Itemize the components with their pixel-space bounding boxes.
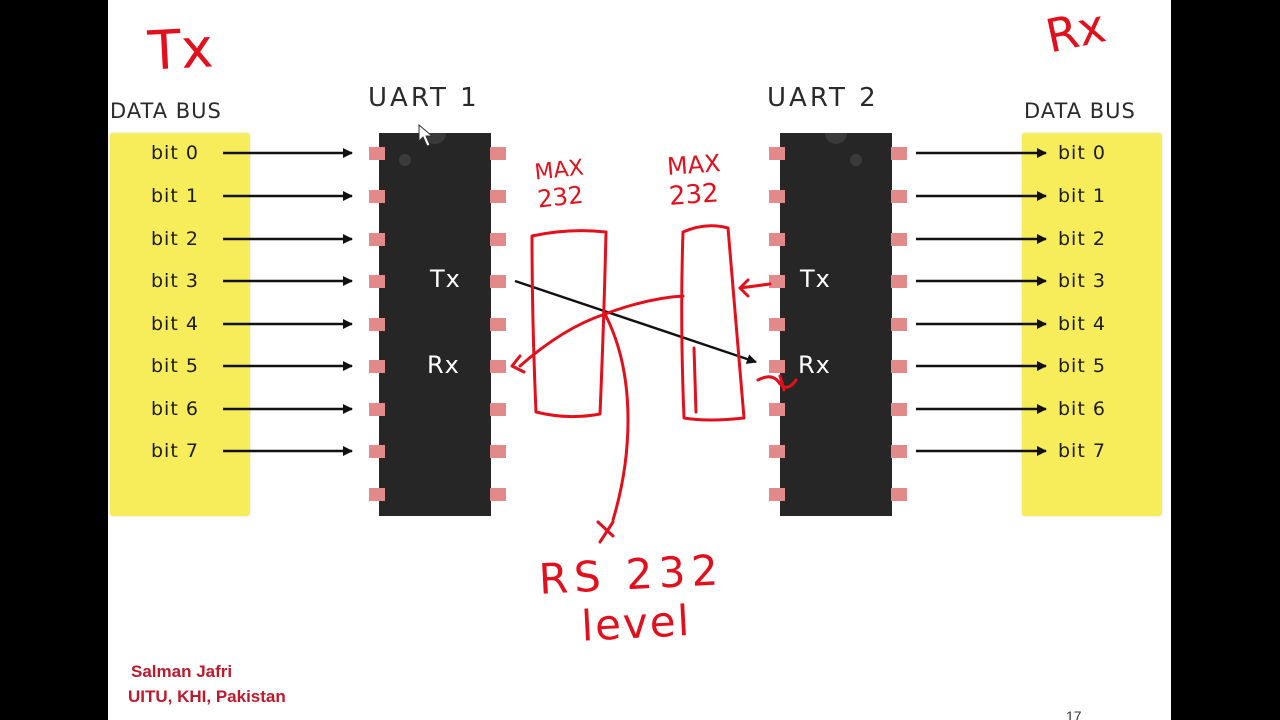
left-bit-1-label: bit 1 [151,185,199,207]
max232-left-line2: 232 [536,180,585,214]
left-bit-0-label: bit 0 [151,142,199,164]
left-bit-5-label: bit 5 [151,355,199,377]
author-name: Salman Jafri [131,662,233,681]
pins-and-arrows [223,123,1047,501]
right-bit-5-label: bit 5 [1058,355,1106,377]
right-bit-6-label: bit 6 [1058,398,1106,420]
right-bus-title: DATA BUS [1024,99,1136,123]
page-number: 17 [1066,708,1082,720]
red-ink-annotations [510,224,798,544]
uart2-rx-label: Rx [798,351,831,379]
max232-left-box [530,229,608,419]
left-bit-7-label: bit 7 [151,440,199,462]
uart2-chip [780,133,892,516]
uart1-title: UART 1 [368,83,480,113]
uart2-title: UART 2 [767,83,879,113]
rs232-level-label: RS 232 level [538,545,728,653]
uart1-rx-label: Rx [427,351,460,379]
uart2-tx-label: Tx [800,265,831,293]
max232-right-line2: 232 [668,178,720,212]
left-bit-2-label: bit 2 [151,228,199,250]
rs232-line1: RS 232 [537,545,726,604]
right-bit-2-label: bit 2 [1058,228,1106,250]
left-bit-6-label: bit 6 [151,398,199,420]
uart1-tx-label: Tx [430,265,461,293]
rx-return-line [518,294,685,368]
max232-right-box [680,224,746,422]
right-bit-7-label: bit 7 [1058,440,1106,462]
tx-rx-link [514,279,757,364]
right-bit-3-label: bit 3 [1058,270,1106,292]
right-bit-0-label: bit 0 [1058,142,1106,164]
max232-right-label: MAX 232 [666,148,724,212]
slide: DATA BUS bit 0 bit 1 bit 2 bit 3 bit 4 b… [108,0,1171,720]
right-bit-4-label: bit 4 [1058,313,1106,335]
author-affiliation: UITU, KHI, Pakistan [128,687,286,706]
tx-handwritten-label: Tx [146,16,215,83]
left-bit-3-label: bit 3 [151,270,199,292]
uart1-chip [379,133,491,516]
cursor-icon [418,123,434,147]
left-bit-4-label: bit 4 [151,313,199,335]
rs232-line2: level [580,596,693,651]
left-bus-title: DATA BUS [110,99,222,123]
max232-right-line1: MAX [666,149,722,181]
right-bit-1-label: bit 1 [1058,185,1106,207]
max232-left-label: MAX 232 [533,156,587,214]
